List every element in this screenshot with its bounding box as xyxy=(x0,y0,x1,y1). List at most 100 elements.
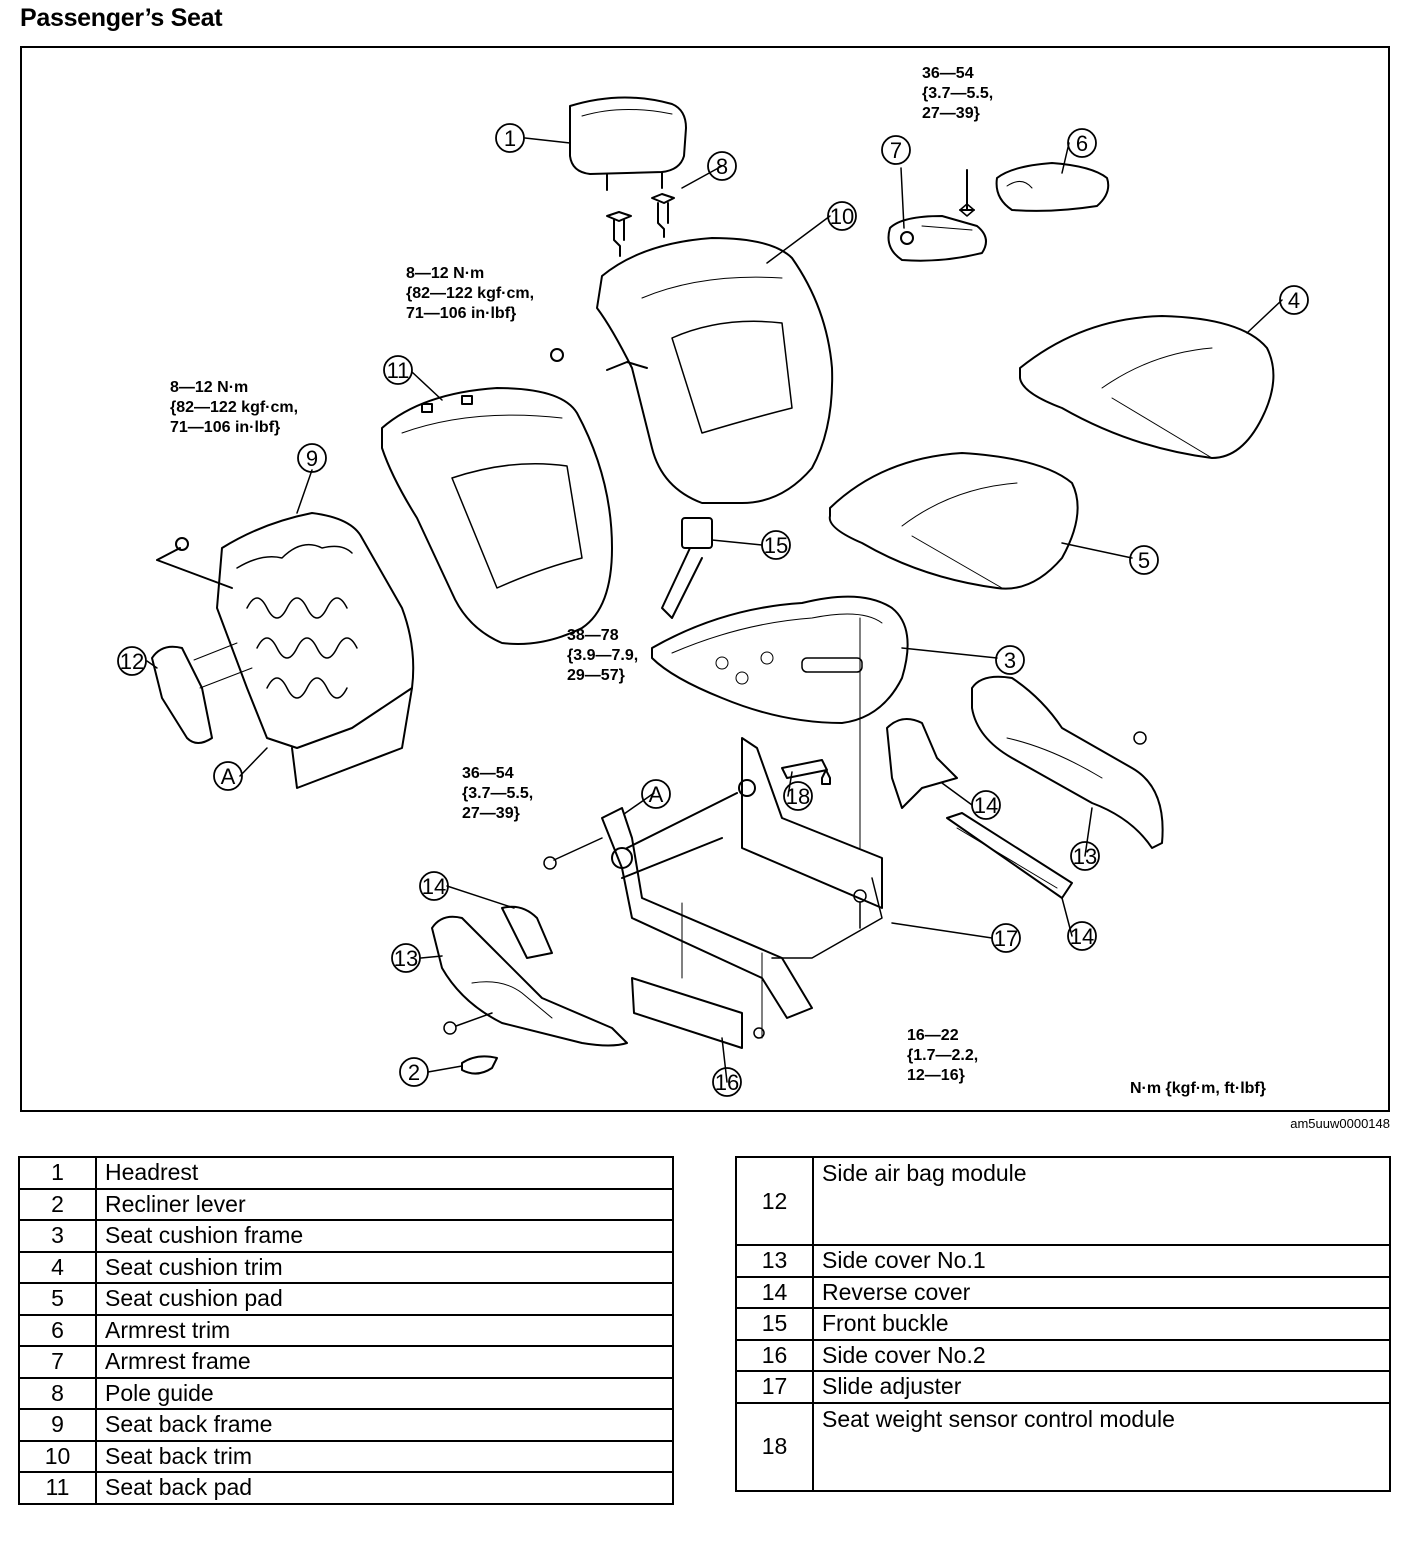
svg-text:14: 14 xyxy=(422,874,446,899)
part-number: 1 xyxy=(18,1156,97,1190)
part-number: 18 xyxy=(735,1401,814,1492)
part-name: Seat weight sensor control module xyxy=(812,1401,1391,1492)
part-number: 10 xyxy=(18,1439,97,1473)
headrest-drawing xyxy=(569,96,687,191)
callout-2: 2 xyxy=(399,1057,429,1087)
part-name: Seat cushion pad xyxy=(95,1282,674,1316)
seat-cushion-pad-drawing xyxy=(828,452,1079,590)
callout-14-right-upper: 14 xyxy=(971,790,1001,820)
svg-text:1: 1 xyxy=(504,126,516,151)
svg-text:14: 14 xyxy=(1070,924,1094,949)
torque-seatback-nut-left: 8—12 N·m {82—122 kgf·cm, 71—106 in·lbf} xyxy=(170,379,299,436)
seat-exploded-view: 1 8 10 7 6 4 11 9 15 5 3 12 A A 18 14 13… xyxy=(117,96,1309,1097)
part-number: 7 xyxy=(18,1345,97,1379)
svg-text:8: 8 xyxy=(716,154,728,179)
side-cover-right-drawing xyxy=(886,675,1164,899)
torque-buckle-bolt: 38—78 {3.9—7.9, 29—57} xyxy=(567,627,639,684)
part-name: Headrest xyxy=(95,1156,674,1190)
part-number: 11 xyxy=(18,1471,97,1505)
part-number: 16 xyxy=(735,1338,814,1372)
callout-14-left: 14 xyxy=(419,871,449,901)
torque-adjuster-bolt: 36—54 {3.7—5.5, 27—39} xyxy=(462,765,534,822)
seat-back-pad-drawing xyxy=(381,387,613,645)
callout-13-right: 13 xyxy=(1070,841,1100,871)
svg-text:9: 9 xyxy=(306,446,318,471)
callout-4: 4 xyxy=(1279,285,1309,315)
seat-back-trim-drawing xyxy=(550,237,834,504)
part-number: 3 xyxy=(18,1219,97,1253)
slide-adjuster-drawing xyxy=(601,737,883,1039)
figure-id: am5uuw0000148 xyxy=(1290,1116,1390,1131)
seat-back-frame-drawing xyxy=(156,512,415,789)
callout-10: 10 xyxy=(827,201,857,231)
torque-seatback-nut-upper: 8—12 N·m {82—122 kgf·cm, 71—106 in·lbf} xyxy=(406,265,535,322)
torque-armrest-bolt: 36—54 {3.7—5.5, 27—39} xyxy=(922,65,994,122)
callout-16: 16 xyxy=(712,1067,742,1097)
svg-text:A: A xyxy=(221,764,236,789)
seat-weight-sensor-drawing xyxy=(781,759,831,785)
svg-text:10: 10 xyxy=(830,204,854,229)
svg-text:7: 7 xyxy=(890,138,902,163)
leader-lines xyxy=(146,137,1283,1083)
callout-markers: 1 8 10 7 6 4 11 9 15 5 3 12 A A 18 14 13… xyxy=(117,123,1309,1097)
svg-text:18: 18 xyxy=(786,784,810,809)
part-name: Front buckle xyxy=(812,1307,1391,1341)
part-name: Slide adjuster xyxy=(812,1370,1391,1404)
callout-18: 18 xyxy=(783,781,813,811)
page-title: Passenger’s Seat xyxy=(20,4,223,32)
svg-text:12: 12 xyxy=(120,649,144,674)
side-cover-left-drawing xyxy=(431,905,628,1075)
part-number: 14 xyxy=(735,1275,814,1309)
callout-a-right: A xyxy=(641,779,671,809)
svg-text:13: 13 xyxy=(1073,844,1097,869)
svg-text:A: A xyxy=(649,782,664,807)
callout-6: 6 xyxy=(1067,128,1097,158)
part-name: Armrest trim xyxy=(95,1313,674,1347)
svg-text:4: 4 xyxy=(1288,288,1300,313)
part-name: Seat cushion frame xyxy=(95,1219,674,1253)
part-name: Seat back frame xyxy=(95,1408,674,1442)
side-air-bag-drawing xyxy=(151,642,253,744)
part-number: 4 xyxy=(18,1250,97,1284)
callout-a-left: A xyxy=(213,761,243,791)
part-name: Seat back pad xyxy=(95,1471,674,1505)
part-number: 2 xyxy=(18,1187,97,1221)
svg-text:13: 13 xyxy=(394,946,418,971)
part-name: Pole guide xyxy=(95,1376,674,1410)
callout-5: 5 xyxy=(1129,545,1159,575)
svg-text:5: 5 xyxy=(1138,548,1150,573)
callout-1: 1 xyxy=(495,123,525,153)
callout-15: 15 xyxy=(761,530,791,560)
svg-text:11: 11 xyxy=(387,358,410,383)
part-number: 9 xyxy=(18,1408,97,1442)
part-name: Seat back trim xyxy=(95,1439,674,1473)
part-number: 6 xyxy=(18,1313,97,1347)
svg-text:6: 6 xyxy=(1076,131,1088,156)
part-number: 15 xyxy=(735,1307,814,1341)
part-name: Reverse cover xyxy=(812,1275,1391,1309)
callout-17: 17 xyxy=(991,923,1021,953)
callout-7: 7 xyxy=(881,135,911,165)
seat-cushion-trim-drawing xyxy=(1019,315,1275,459)
torque-lower-bolt: 16—22 {1.7—2.2, 12—16} xyxy=(907,1027,979,1084)
part-number: 13 xyxy=(735,1244,814,1278)
part-name: Armrest frame xyxy=(95,1345,674,1379)
svg-text:17: 17 xyxy=(994,926,1018,951)
callout-3: 3 xyxy=(995,645,1025,675)
callout-12: 12 xyxy=(117,646,147,676)
svg-text:3: 3 xyxy=(1004,648,1016,673)
part-number: 8 xyxy=(18,1376,97,1410)
exploded-diagram: 1 8 10 7 6 4 11 9 15 5 3 12 A A 18 14 13… xyxy=(20,46,1390,1112)
